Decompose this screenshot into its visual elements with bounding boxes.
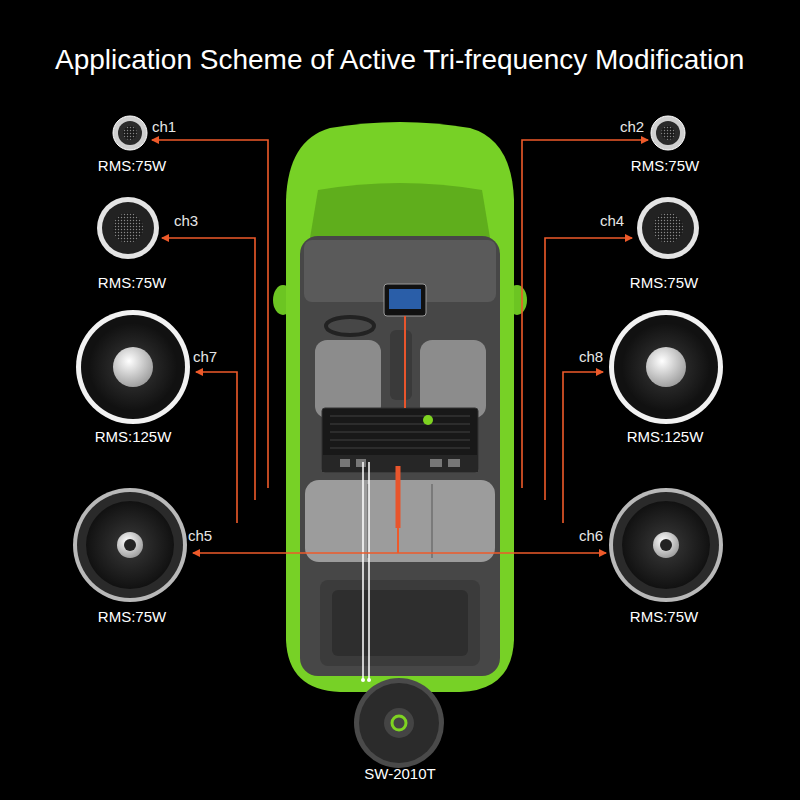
diagram-title: Application Scheme of Active Tri-frequen… [55, 44, 744, 76]
channel-label: ch6 [579, 527, 603, 544]
speaker-spec: RMS:75W [98, 157, 166, 174]
speaker-spec: RMS:75W [98, 608, 166, 625]
speaker-node: SW-2010T [354, 678, 444, 785]
speaker-node: ch1RMS:75W [96, 116, 178, 177]
channel-label: ch5 [188, 527, 212, 544]
speaker-node: ch8RMS:125W [577, 310, 723, 448]
channel-label: ch8 [579, 348, 603, 365]
channel-label: ch1 [152, 118, 176, 135]
speaker-node: ch2RMS:75W [618, 116, 701, 177]
channel-label: ch7 [193, 348, 217, 365]
speaker-spec: SW-2010T [364, 765, 435, 782]
speaker-spec: RMS:75W [630, 608, 698, 625]
channel-label: ch2 [620, 118, 644, 135]
speaker-node: ch5RMS:75W [73, 488, 214, 628]
speaker-spec: RMS:75W [98, 274, 166, 291]
speaker-spec: RMS:75W [630, 274, 698, 291]
speaker-spec: RMS:125W [95, 428, 172, 445]
speaker-node: ch7RMS:125W [76, 310, 219, 448]
channel-label: ch3 [174, 212, 198, 229]
speaker-spec: RMS:125W [627, 428, 704, 445]
channel-label: ch4 [600, 212, 624, 229]
speaker-spec: RMS:75W [631, 157, 699, 174]
speaker-node: ch4RMS:75W [598, 197, 700, 294]
speaker-node: ch6RMS:75W [577, 488, 723, 628]
speaker-node: ch3RMS:75W [96, 197, 200, 294]
